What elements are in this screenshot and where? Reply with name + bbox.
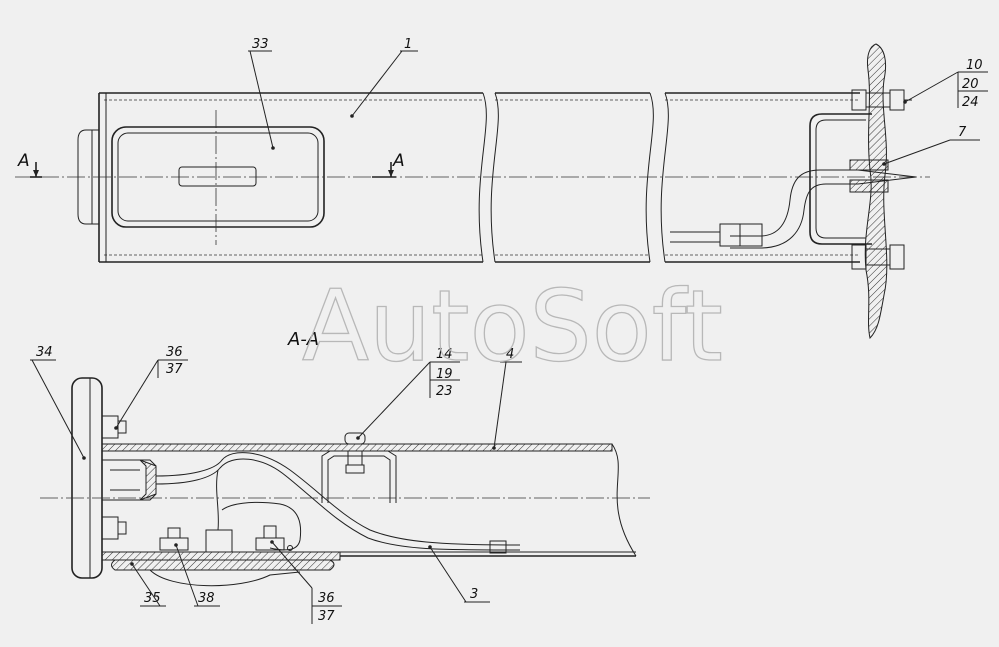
callout-37-top: 37 (166, 362, 183, 377)
top-view: A A (15, 43, 930, 339)
cut-marker-left: A (17, 151, 30, 171)
callout-7: 7 (958, 125, 967, 140)
callout-20: 20 (962, 77, 979, 92)
watermark-text: AutoSoft (302, 270, 723, 384)
callout-10: 10 (966, 58, 983, 73)
callout-14: 14 (436, 347, 453, 362)
callout-19: 19 (436, 367, 453, 382)
callout-33: 33 (252, 37, 269, 52)
callout-38: 38 (198, 591, 215, 606)
callout-24: 24 (962, 95, 979, 110)
callout-36-top: 36 (166, 345, 183, 360)
callout-35: 35 (144, 591, 161, 606)
callouts: 33 1 10 20 24 7 34 36 37 14 (30, 37, 988, 624)
cut-marker-right: A (392, 151, 405, 171)
callout-4: 4 (506, 347, 514, 362)
callout-36-bottom: 36 (318, 591, 335, 606)
section-view: A-A (40, 329, 650, 587)
callout-37-bottom: 37 (318, 609, 335, 624)
callout-34: 34 (36, 345, 53, 360)
callout-23: 23 (436, 384, 453, 399)
callout-1: 1 (404, 37, 412, 52)
callout-3: 3 (470, 587, 478, 602)
section-label: A-A (287, 329, 319, 350)
